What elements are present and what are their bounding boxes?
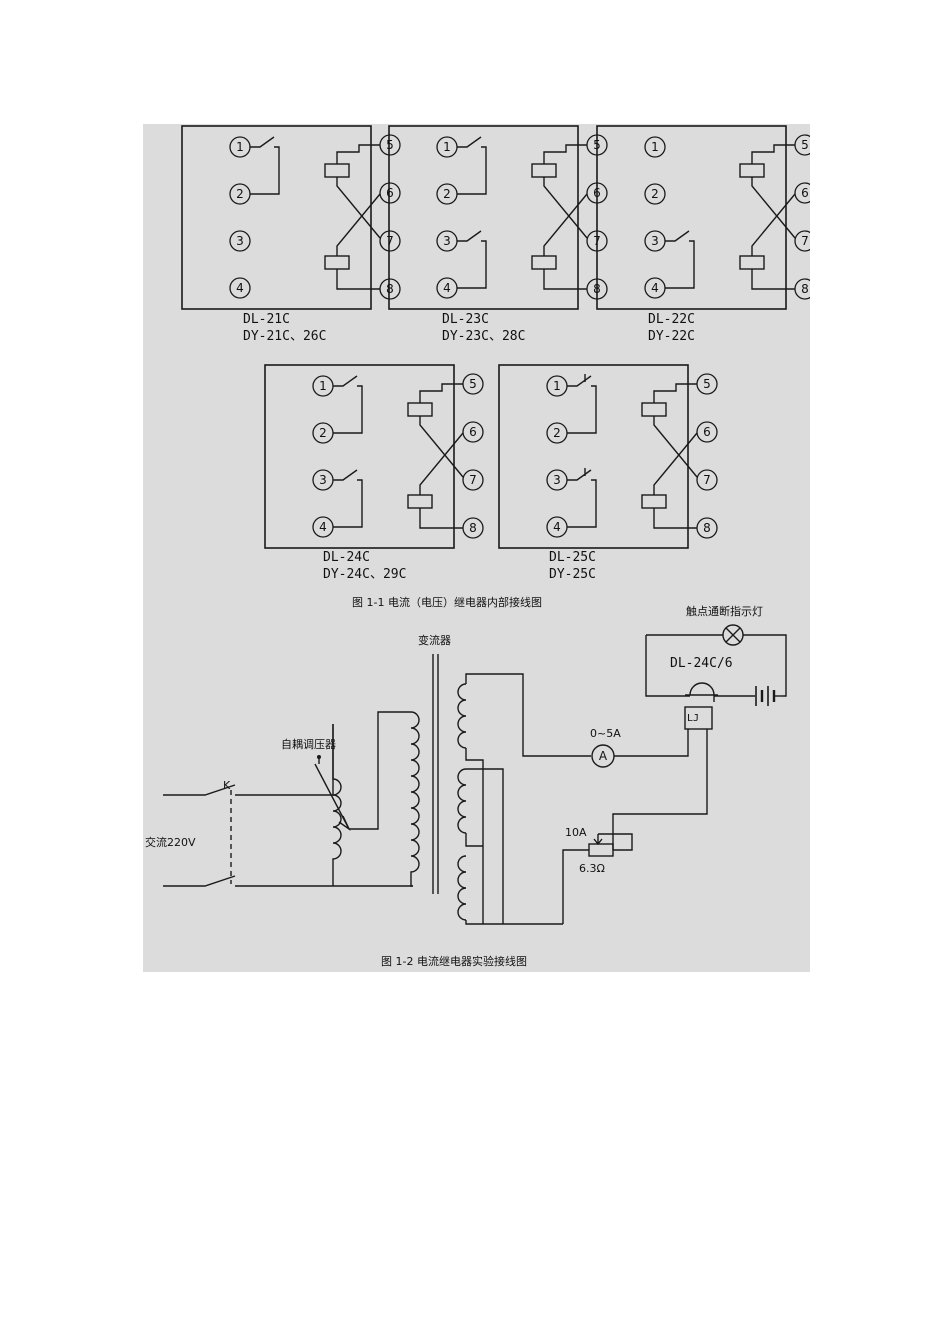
terminal-number: 3	[553, 473, 561, 487]
terminal-number: 6	[703, 425, 711, 439]
scanned-figure: 1 2 3 4 5 6 7 8 1 2 3 4 5 6 7 8 1 2 3 4 5 6 7 8 1 2 3 4 5 6 7 8 1 2 3 4 5 6 7 8…	[143, 124, 810, 972]
terminal-number: 4	[236, 281, 244, 295]
terminal-number: 2	[553, 426, 561, 440]
terminal-number: 2	[443, 187, 451, 201]
terminal-number: 2	[236, 187, 244, 201]
terminal-number: 5	[469, 377, 477, 391]
figure-canvas: 1 2 3 4 5 6 7 8 1 2 3 4 5 6 7 8 1 2 3 4 5 6 7 8 1 2 3 4 5 6 7 8 1 2 3 4 5 6 7 8…	[145, 125, 810, 968]
rheostat	[562, 833, 633, 924]
indicator-lamp	[722, 624, 744, 646]
terminal-number: 7	[703, 473, 711, 487]
panel4-label2: DY-24C、29C	[323, 567, 406, 582]
panel3-label2: DY-22C	[648, 329, 695, 344]
terminal-numbers: 1 2 3 4 5 6 7 8 1 2 3 4 5 6 7 8 1 2 3 4 5 6 7 8 1 2 3 4 5 6 7 8 1 2 3 4 5 6 7 8	[236, 138, 809, 535]
ac-source-label: 交流220V	[145, 835, 196, 849]
terminal-number: 6	[469, 425, 477, 439]
figure2-caption: 图 1-2 电流继电器实验接线图	[381, 954, 527, 968]
panel1-label1: DL-21C	[243, 312, 290, 327]
terminal-number: 6	[801, 186, 809, 200]
panel2-label1: DL-23C	[442, 312, 489, 327]
terminal-number: 1	[553, 379, 561, 393]
autotransformer-label: 自耦调压器	[281, 738, 336, 751]
terminal-number: 8	[801, 282, 809, 296]
terminal-number: 5	[386, 138, 394, 152]
ammeter-range: 0~5A	[590, 727, 621, 740]
rheostat-value: 6.3Ω	[579, 862, 605, 875]
terminal-number: 8	[703, 521, 711, 535]
relay-panel-dl23c	[388, 125, 608, 310]
relay-model: DL-24C/6	[670, 656, 733, 671]
terminal-number: 1	[443, 140, 451, 154]
terminal-number: 7	[386, 234, 394, 248]
terminal-number: 1	[236, 140, 244, 154]
terminal-number: 8	[386, 282, 394, 296]
terminal-number: 7	[801, 234, 809, 248]
terminal-number: 4	[319, 520, 327, 534]
lamp-label: 触点通断指示灯	[686, 604, 763, 618]
terminal-number: 4	[553, 520, 561, 534]
terminal-number: 1	[319, 379, 327, 393]
battery-icon	[755, 686, 776, 706]
terminal-number: 1	[651, 140, 659, 154]
relay-symbol: LJ	[687, 713, 699, 724]
terminal-number: 7	[469, 473, 477, 487]
relay-panel-dl24c	[264, 364, 484, 549]
terminal-number: 6	[386, 186, 394, 200]
terminal-number: 3	[443, 234, 451, 248]
terminal-number: 8	[593, 282, 601, 296]
terminal-number: 8	[469, 521, 477, 535]
terminal-number: 6	[593, 186, 601, 200]
rheostat-current: 10A	[565, 826, 587, 839]
panel1-label2: DY-21C、26C	[243, 329, 326, 344]
terminal-number: 3	[651, 234, 659, 248]
relay-panel-dl22c	[596, 125, 810, 310]
current-transformer	[410, 654, 563, 925]
terminal-number: 2	[651, 187, 659, 201]
terminal-number: 3	[236, 234, 244, 248]
relay-panel-dl25c	[498, 364, 718, 549]
panel5-label2: DY-25C	[549, 567, 596, 582]
terminal-number: 5	[801, 138, 809, 152]
terminal-number: 4	[651, 281, 659, 295]
panel4-label1: DL-24C	[323, 550, 370, 565]
panel2-label2: DY-23C、28C	[442, 329, 525, 344]
relay-panel-dl21c	[181, 125, 401, 310]
figure1-caption: 图 1-1 电流（电压）继电器内部接线图	[352, 595, 542, 609]
terminal-number: 4	[443, 281, 451, 295]
ammeter-symbol: A	[599, 749, 608, 763]
terminal-number: 2	[319, 426, 327, 440]
panel3-label1: DL-22C	[648, 312, 695, 327]
transformer-label: 变流器	[418, 633, 451, 647]
switch-label: K	[223, 779, 231, 792]
terminal-number: 5	[593, 138, 601, 152]
terminal-number: 7	[593, 234, 601, 248]
terminal-number: 5	[703, 377, 711, 391]
autotransformer	[314, 724, 351, 886]
relay-dl24c6	[612, 682, 718, 850]
panel5-label1: DL-25C	[549, 550, 596, 565]
terminal-number: 3	[319, 473, 327, 487]
